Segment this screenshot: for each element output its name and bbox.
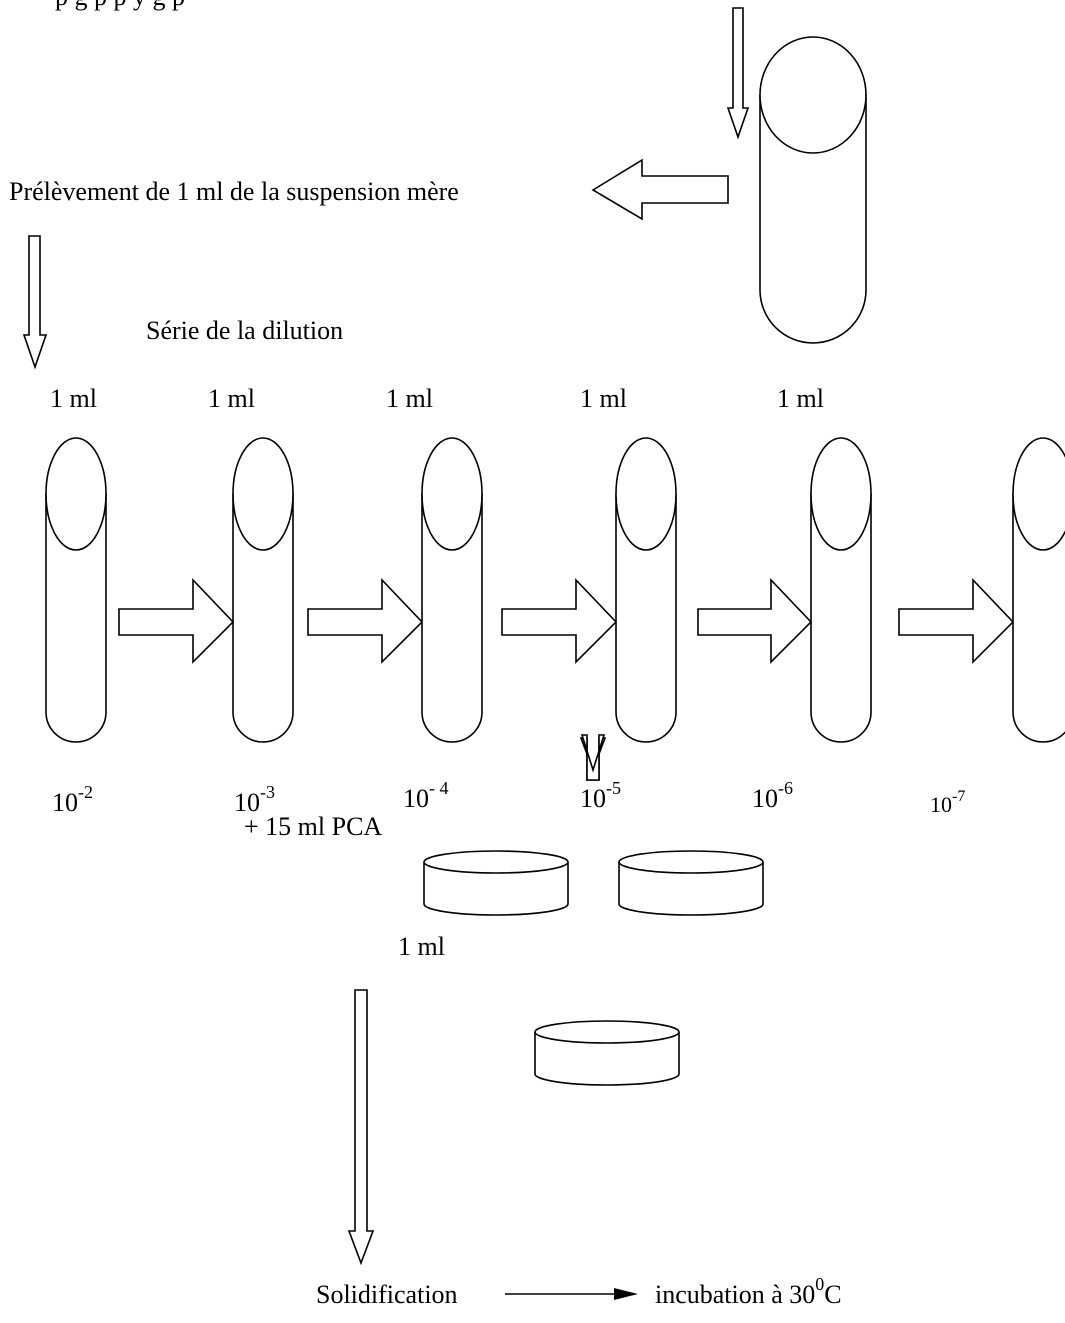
transfer-arrow-5 [898, 578, 1015, 664]
dilution-series-title: Série de la dilution [146, 316, 344, 345]
pca-label: + 15 ml PCA [244, 812, 383, 841]
petri-dish-3 [534, 1020, 680, 1086]
incubation-label: incubation à 300C [655, 1274, 842, 1309]
transfer-arrow-1 [118, 578, 235, 664]
dilution-tube-1 [45, 437, 107, 743]
header-fragment: p g p p y g p [55, 0, 185, 12]
hollow-arrow-down-left [22, 235, 48, 370]
dilution-tube-2 [232, 437, 294, 743]
dilution-tube-6 [1012, 437, 1065, 743]
concentration-label: 10-6 [752, 778, 793, 813]
concentration-label: 10-5 [580, 778, 621, 813]
concentration-label: 10-7 [930, 787, 966, 817]
concentration-label: 10-2 [52, 782, 93, 817]
transfer-arrow-2 [307, 578, 424, 664]
transfer-volume-label: 1 ml [580, 384, 627, 413]
mother-suspension-tube [759, 36, 867, 344]
solid-arrow-right [505, 1288, 638, 1300]
sampling-label: Prélèvement de 1 ml de la suspension mèr… [9, 177, 459, 206]
hollow-arrow-down-top [726, 7, 750, 140]
hollow-arrow-down-plating-body [580, 734, 606, 781]
dilution-tube-5 [810, 437, 872, 743]
concentration-label: 10- 4 [403, 778, 449, 813]
transfer-volume-label: 1 ml [777, 384, 824, 413]
hollow-arrow-down-bottom [347, 989, 375, 1266]
transfer-volume-label: 1 ml [50, 384, 97, 413]
transfer-volume-label: 1 ml [208, 384, 255, 413]
concentration-label: 10-3 [234, 782, 275, 817]
dilution-tube-3 [421, 437, 483, 743]
petri-dish-1 [423, 850, 569, 916]
hollow-arrow-left [591, 158, 729, 221]
dilution-tube-4 [615, 437, 677, 743]
transfer-arrow-4 [697, 578, 813, 664]
transfer-arrow-3 [501, 578, 618, 664]
solidification-label: Solidification [316, 1280, 458, 1309]
plating-volume-label: 1 ml [398, 932, 445, 961]
transfer-volume-label: 1 ml [386, 384, 433, 413]
petri-dish-2 [618, 850, 764, 916]
